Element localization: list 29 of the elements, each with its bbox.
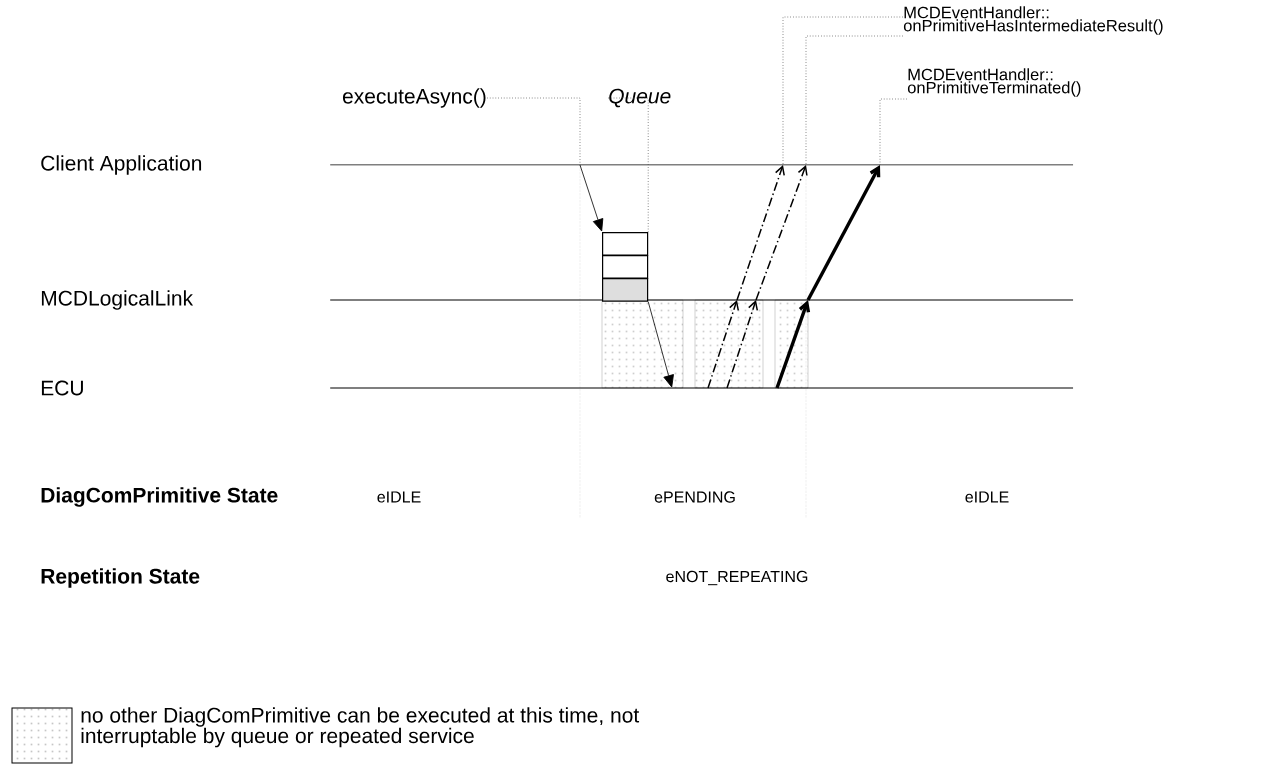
callout-text: Queue — [609, 88, 671, 108]
row-heading: Repetition State — [41, 568, 200, 588]
queue-slot — [602, 278, 649, 302]
state-label: eIDLE — [965, 491, 1009, 503]
message-arrow — [736, 165, 785, 301]
queue-slot — [602, 255, 649, 279]
callout-text: MCDEventHandler:: onPrimitiveTerminated() — [907, 68, 1081, 97]
state-label: eNOT_REPEATING — [666, 570, 808, 586]
lifeline: ECU — [41, 380, 1074, 396]
leader-line — [805, 35, 904, 166]
state-label: eIDLE — [377, 491, 421, 503]
message-arrow — [707, 300, 740, 389]
message-arrow — [647, 301, 674, 388]
lifeline: Client Application — [41, 155, 1074, 175]
message-arrow — [755, 165, 808, 301]
legend-text: no other DiagComPrimitive can be executed at this time, not interruptable by queue or repeated service — [81, 707, 640, 748]
callout-text: executeAsync() — [343, 88, 486, 108]
queue-slot — [602, 232, 649, 256]
leader-line — [607, 97, 649, 233]
lifeline: MCDLogicalLink — [41, 290, 1074, 310]
callout-text: MCDEventHandler:: onPrimitiveHasIntermediateResult() — [903, 6, 1163, 35]
message-arrow — [579, 164, 604, 232]
leader-line — [782, 16, 904, 166]
message-arrow — [726, 300, 759, 389]
message-arrow — [806, 165, 881, 301]
leader-line — [486, 97, 581, 166]
row-heading: DiagComPrimitive State — [41, 487, 278, 507]
leader-line — [879, 98, 908, 166]
state-label: ePENDING — [654, 491, 735, 503]
